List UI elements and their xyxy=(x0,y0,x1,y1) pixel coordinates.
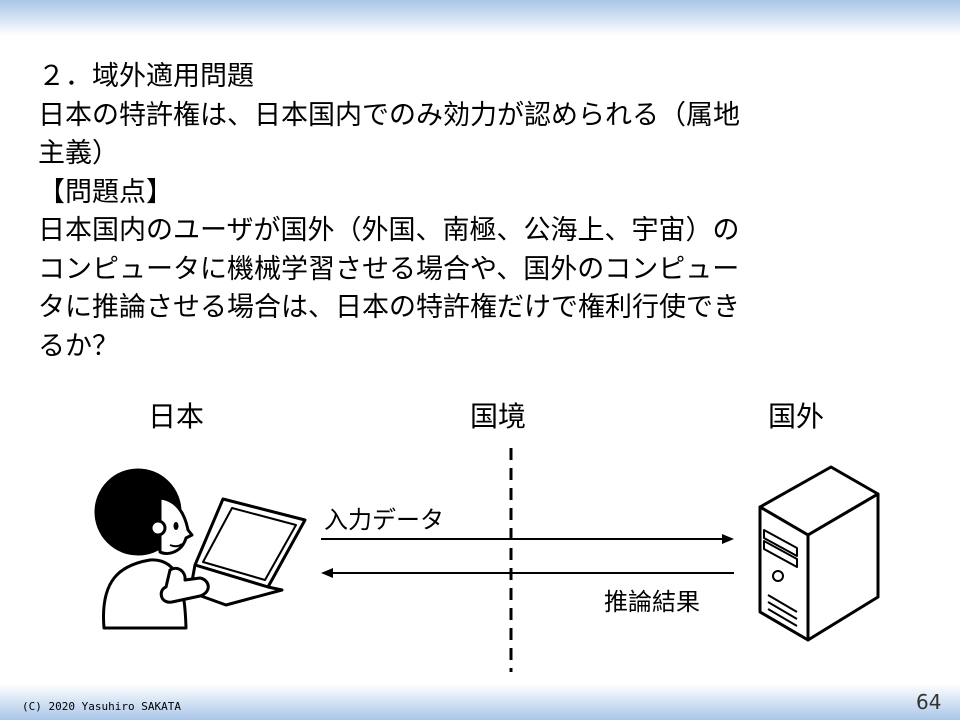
text-line: タに推論させる場合は、日本の特許権だけで権利行使でき xyxy=(38,292,740,323)
label-japan: 日本 xyxy=(148,400,205,433)
result-arrow xyxy=(321,568,734,578)
label-abroad: 国外 xyxy=(768,400,825,433)
problem-heading: 【問題点】 xyxy=(38,176,173,208)
server-icon xyxy=(758,465,880,642)
label-inference-result: 推論結果 xyxy=(604,588,700,616)
copyright: (C) 2020 Yasuhiro SAKATA xyxy=(22,700,181,713)
heading: ２．域外適用問題 xyxy=(38,61,254,92)
footer-band xyxy=(0,684,960,720)
page-number: 64 xyxy=(916,690,942,714)
input-arrow xyxy=(321,534,734,544)
text-line: 日本国内のユーザが国外（外国、南極、公海上、宇宙）の xyxy=(38,215,740,246)
slide-body: ２．域外適用問題 日本の特許権は、日本国内でのみ効力が認められる（属地 主義） … xyxy=(38,58,918,366)
label-input-data: 入力データ xyxy=(324,506,444,534)
label-border: 国境 xyxy=(470,400,527,433)
text-line: るか？ xyxy=(38,330,119,362)
text-line: 日本の特許権は、日本国内でのみ効力が認められる（属地 xyxy=(38,99,740,131)
text-line: 主義） xyxy=(38,138,119,169)
text-line: コンピュータに機械学習させる場合や、国外のコンピュー xyxy=(38,253,740,285)
header-band xyxy=(0,0,960,36)
user-with-laptop-icon xyxy=(94,468,307,630)
